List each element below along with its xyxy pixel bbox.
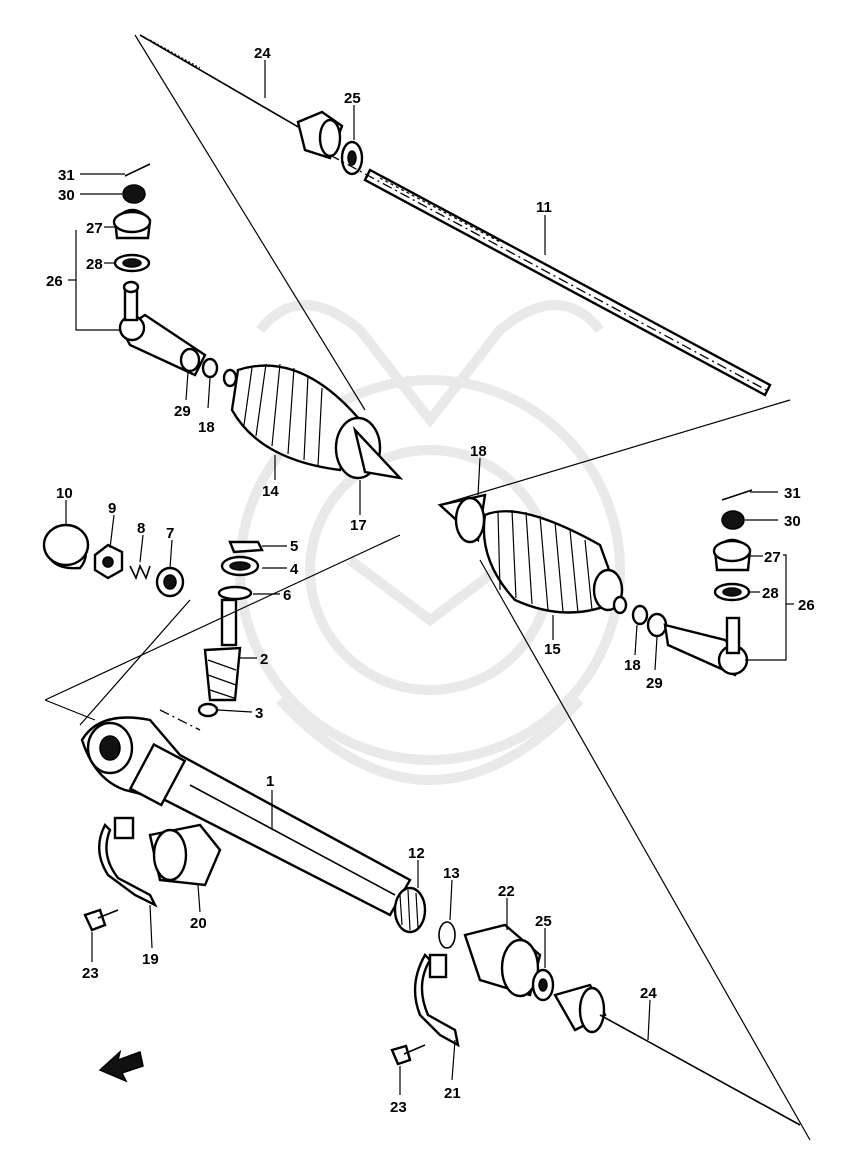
nut-18-left	[201, 357, 238, 388]
clamp-16	[437, 493, 487, 544]
callout-13: 13	[443, 865, 460, 882]
nut-9	[93, 543, 124, 580]
nut-29-left	[179, 347, 201, 373]
callout-31-left: 31	[58, 167, 75, 184]
callout-21: 21	[444, 1085, 461, 1102]
bracket-19	[98, 816, 158, 908]
watermark-emblem	[235, 300, 625, 785]
cover-22	[463, 923, 542, 998]
callout-6: 6	[283, 587, 291, 604]
callout-20: 20	[190, 915, 207, 932]
callout-5: 5	[290, 538, 298, 555]
cotter-pin-31-right	[721, 489, 753, 501]
callout-27-right: 27	[764, 549, 781, 566]
snap-ring-13	[438, 921, 456, 949]
callout-24-upper: 24	[254, 45, 271, 62]
callout-19: 19	[142, 951, 159, 968]
callout-28-left: 28	[86, 256, 103, 273]
tie-rod-end-right	[663, 616, 749, 677]
bearing-3	[197, 702, 219, 718]
bearing-4	[220, 555, 260, 577]
bolt-23-left	[83, 908, 119, 932]
boot-15	[482, 509, 624, 614]
mount-cushion-20	[148, 823, 222, 887]
part-callouts: 24 25 11 31 30 27 28 26 29 18 14 17 18 3…	[46, 45, 815, 1116]
callout-30-left: 30	[58, 187, 75, 204]
callout-12: 12	[408, 845, 425, 862]
callout-8: 8	[137, 520, 145, 537]
nut-29-right	[646, 612, 668, 638]
callout-23-left: 23	[82, 965, 99, 982]
callout-28-right: 28	[762, 585, 779, 602]
pinion-2	[203, 598, 242, 702]
tie-rod-lower	[553, 983, 801, 1126]
callout-15: 15	[544, 641, 561, 658]
nut-30-right	[721, 510, 745, 530]
callout-31-right: 31	[784, 485, 801, 502]
callout-17: 17	[350, 517, 367, 534]
cover-10	[42, 523, 90, 570]
callout-29-left: 29	[174, 403, 191, 420]
washer-25-lower	[531, 968, 555, 1002]
washer-6	[217, 585, 253, 601]
leader-lines	[65, 60, 794, 1095]
callout-22: 22	[498, 883, 515, 900]
seal-5	[228, 540, 264, 554]
boot-14	[230, 363, 382, 480]
callout-3-lower: 3	[255, 705, 263, 722]
washer-25-upper	[340, 140, 364, 176]
clamp-17	[352, 425, 404, 480]
callout-10: 10	[56, 485, 73, 502]
front-direction-arrow	[98, 1049, 144, 1083]
callout-26-right: 26	[798, 597, 815, 614]
callout-11: 11	[536, 199, 552, 216]
plunger-7	[155, 566, 185, 598]
callout-23-right: 23	[390, 1099, 407, 1116]
cap-27-right	[712, 538, 752, 572]
callout-2: 2	[260, 651, 268, 668]
callout-24-lower: 24	[640, 985, 657, 1002]
cotter-pin-31-left	[124, 163, 151, 177]
seal-28-right	[713, 582, 751, 602]
tie-rod-upper	[139, 34, 344, 160]
callout-18-left: 18	[198, 419, 215, 436]
nut-18-right	[612, 595, 649, 626]
bolt-23-right	[390, 1044, 426, 1066]
seal-28-left	[113, 253, 151, 273]
callout-7: 7	[166, 525, 174, 542]
gear-housing-1	[80, 716, 412, 917]
callout-26-left: 26	[46, 273, 63, 290]
callout-30-right: 30	[784, 513, 801, 530]
spring-8	[129, 563, 151, 581]
rack-bar	[329, 154, 772, 397]
callout-9: 9	[108, 500, 116, 517]
callout-4: 4	[290, 561, 299, 578]
bushing-12	[393, 886, 427, 934]
cap-27-left	[112, 208, 152, 240]
assembly-guide-lines	[44, 34, 811, 1141]
callout-1: 1	[266, 773, 274, 790]
callout-14: 14	[262, 483, 279, 500]
callout-25-lower: 25	[535, 913, 552, 930]
callout-25-upper: 25	[344, 90, 361, 107]
callout-18-clamp: 18	[470, 443, 487, 460]
callout-29-right: 29	[646, 675, 663, 692]
bracket-21	[413, 953, 460, 1048]
callout-18-right: 18	[624, 657, 641, 674]
callout-27-left: 27	[86, 220, 103, 237]
nut-30-left	[122, 184, 146, 204]
